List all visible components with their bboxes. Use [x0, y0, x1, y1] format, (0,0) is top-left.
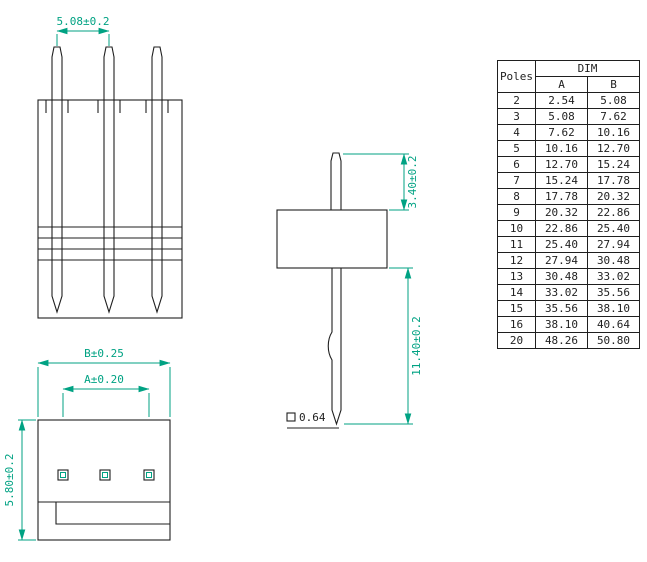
dim-a-cell: 12.70 [535, 156, 588, 173]
dim-a-cell: 5.08 [535, 108, 588, 125]
poles-cell: 8 [497, 188, 536, 205]
poles-cell: 12 [497, 252, 536, 269]
pin-square-dim-label: 0.64 [299, 411, 326, 424]
pin [103, 46, 115, 314]
dim-b-cell: 7.62 [587, 108, 640, 125]
poles-cell: 9 [497, 204, 536, 221]
dim-a-cell: 25.40 [535, 236, 588, 253]
table-header-a: A [535, 76, 588, 93]
poles-cell: 5 [497, 140, 536, 157]
dim-b-cell: 5.08 [587, 92, 640, 109]
top-pin [330, 152, 342, 210]
table-header-b: B [587, 76, 640, 93]
pin-cross-section [143, 469, 155, 481]
poles-cell: 20 [497, 332, 536, 349]
dim-a-cell: 38.10 [535, 316, 588, 333]
poles-cell: 13 [497, 268, 536, 285]
dim-a-cell: 2.54 [535, 92, 588, 109]
dim-b-cell: 25.40 [587, 220, 640, 237]
dim-b-cell: 33.02 [587, 268, 640, 285]
poles-cell: 4 [497, 124, 536, 141]
bottom-pin [327, 268, 342, 426]
side-top-dim-label: 3.40±0.2 [406, 156, 419, 209]
housing-top-slots [45, 100, 169, 113]
dim-b-cell: 30.48 [587, 252, 640, 269]
pin-cross-section [57, 469, 69, 481]
poles-cell: 11 [497, 236, 536, 253]
housing-ribs [38, 226, 182, 261]
poles-cell: 14 [497, 284, 536, 301]
poles-cell: 6 [497, 156, 536, 173]
housing-outline [37, 99, 183, 319]
bottom-height-dim-label: 5.80±0.2 [3, 454, 16, 507]
dim-a-cell: 15.24 [535, 172, 588, 189]
poles-cell: 2 [497, 92, 536, 109]
poles-cell: 7 [497, 172, 536, 189]
side-pin-dim-label: 11.40±0.2 [410, 316, 423, 376]
side-view: 3.40±0.2 11.40±0.2 0.64 [276, 152, 423, 429]
dim-a-cell: 30.48 [535, 268, 588, 285]
pin-cross-section [99, 469, 111, 481]
table-header-poles: Poles [497, 60, 536, 93]
dim-b-cell: 38.10 [587, 300, 640, 317]
bottom-outline [37, 419, 171, 541]
poles-cell: 15 [497, 300, 536, 317]
dim-b-cell: 17.78 [587, 172, 640, 189]
table-header-dim: DIM [535, 60, 640, 77]
dim-a-cell: 35.56 [535, 300, 588, 317]
pin [151, 46, 163, 314]
front-width-dim-label: 5.08±0.2 [57, 15, 110, 28]
front-view: 5.08±0.2 [37, 15, 183, 319]
dim-b-cell: 10.16 [587, 124, 640, 141]
bottom-b-dim-label: B±0.25 [84, 347, 124, 360]
pin [51, 46, 63, 314]
dim-a-cell: 22.86 [535, 220, 588, 237]
dim-b-cell: 50.80 [587, 332, 640, 349]
dim-a-cell: 27.94 [535, 252, 588, 269]
square-symbol [286, 412, 296, 422]
dim-b-cell: 35.56 [587, 284, 640, 301]
dim-b-cell: 22.86 [587, 204, 640, 221]
poles-cell: 3 [497, 108, 536, 125]
dim-b-cell: 15.24 [587, 156, 640, 173]
dim-a-cell: 10.16 [535, 140, 588, 157]
side-body-outline [276, 209, 388, 269]
poles-cell: 10 [497, 220, 536, 237]
dim-b-cell: 40.64 [587, 316, 640, 333]
dim-b-cell: 12.70 [587, 140, 640, 157]
bottom-step-recess [55, 502, 170, 525]
dim-a-cell: 7.62 [535, 124, 588, 141]
dim-a-cell: 17.78 [535, 188, 588, 205]
dim-a-cell: 33.02 [535, 284, 588, 301]
bottom-a-dim-label: A±0.20 [84, 373, 124, 386]
dim-b-cell: 27.94 [587, 236, 640, 253]
dim-b-cell: 20.32 [587, 188, 640, 205]
dim-a-cell: 20.32 [535, 204, 588, 221]
poles-cell: 16 [497, 316, 536, 333]
bottom-view: B±0.25 A±0.20 5.80±0.2 [3, 347, 171, 541]
dim-a-cell: 48.26 [535, 332, 588, 349]
